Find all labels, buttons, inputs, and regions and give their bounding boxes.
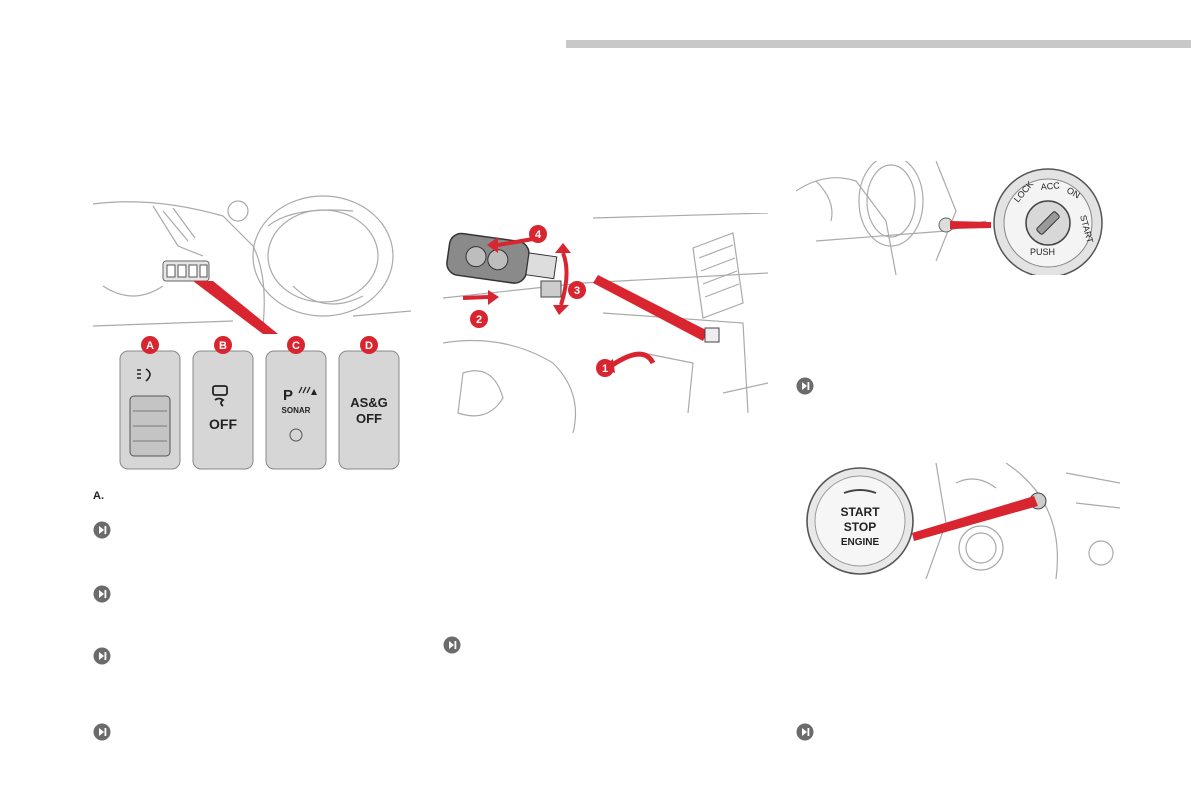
start-stop-button-figure: START STOP ENGINE (806, 463, 1120, 579)
badge-a: A (146, 340, 154, 352)
start-button-line3: ENGINE (841, 537, 880, 548)
switch-d-label-line2: OFF (356, 411, 382, 426)
dashboard-switches-figure: OFF P SONAR AS&G OFF A B C D (93, 186, 411, 478)
ignition-switch-figure: LOCK ACC ON START PUSH (796, 161, 1106, 275)
badge-d: D (365, 340, 373, 352)
step-badge-1: 1 (602, 363, 608, 375)
step-badge-4: 4 (535, 229, 542, 241)
start-button-line1: START (840, 505, 880, 519)
caption-a: A. (93, 490, 104, 502)
switch-c-label-bottom: SONAR (282, 406, 311, 415)
next-arrow-icon (93, 647, 111, 670)
switch-b-label: OFF (209, 416, 237, 432)
badge-c: C (292, 340, 300, 352)
next-arrow-icon (796, 723, 814, 746)
ignition-acc-label: ACC (1040, 180, 1060, 192)
next-arrow-icon (93, 585, 111, 608)
step-badge-3: 3 (574, 285, 580, 297)
switch-d-label-line1: AS&G (350, 395, 388, 410)
next-arrow-icon (93, 521, 111, 544)
next-arrow-icon (443, 636, 461, 659)
start-button-line2: STOP (844, 520, 876, 534)
next-arrow-icon (796, 377, 814, 400)
step-badge-2: 2 (476, 314, 482, 326)
badge-b: B (219, 340, 227, 352)
ignition-push-label: PUSH (1030, 247, 1055, 257)
section-header-bar (566, 40, 1191, 48)
switch-c-label-top: P (283, 387, 293, 404)
glovebox-key-figure: 1 2 3 4 (443, 213, 768, 433)
next-arrow-icon (93, 723, 111, 746)
